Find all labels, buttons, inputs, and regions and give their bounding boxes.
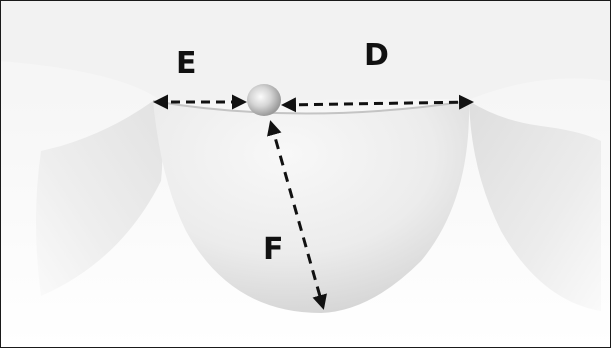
label-e: E [176,46,197,81]
nodule [247,84,281,116]
label-d: D [364,38,389,73]
label-f: F [263,232,284,267]
